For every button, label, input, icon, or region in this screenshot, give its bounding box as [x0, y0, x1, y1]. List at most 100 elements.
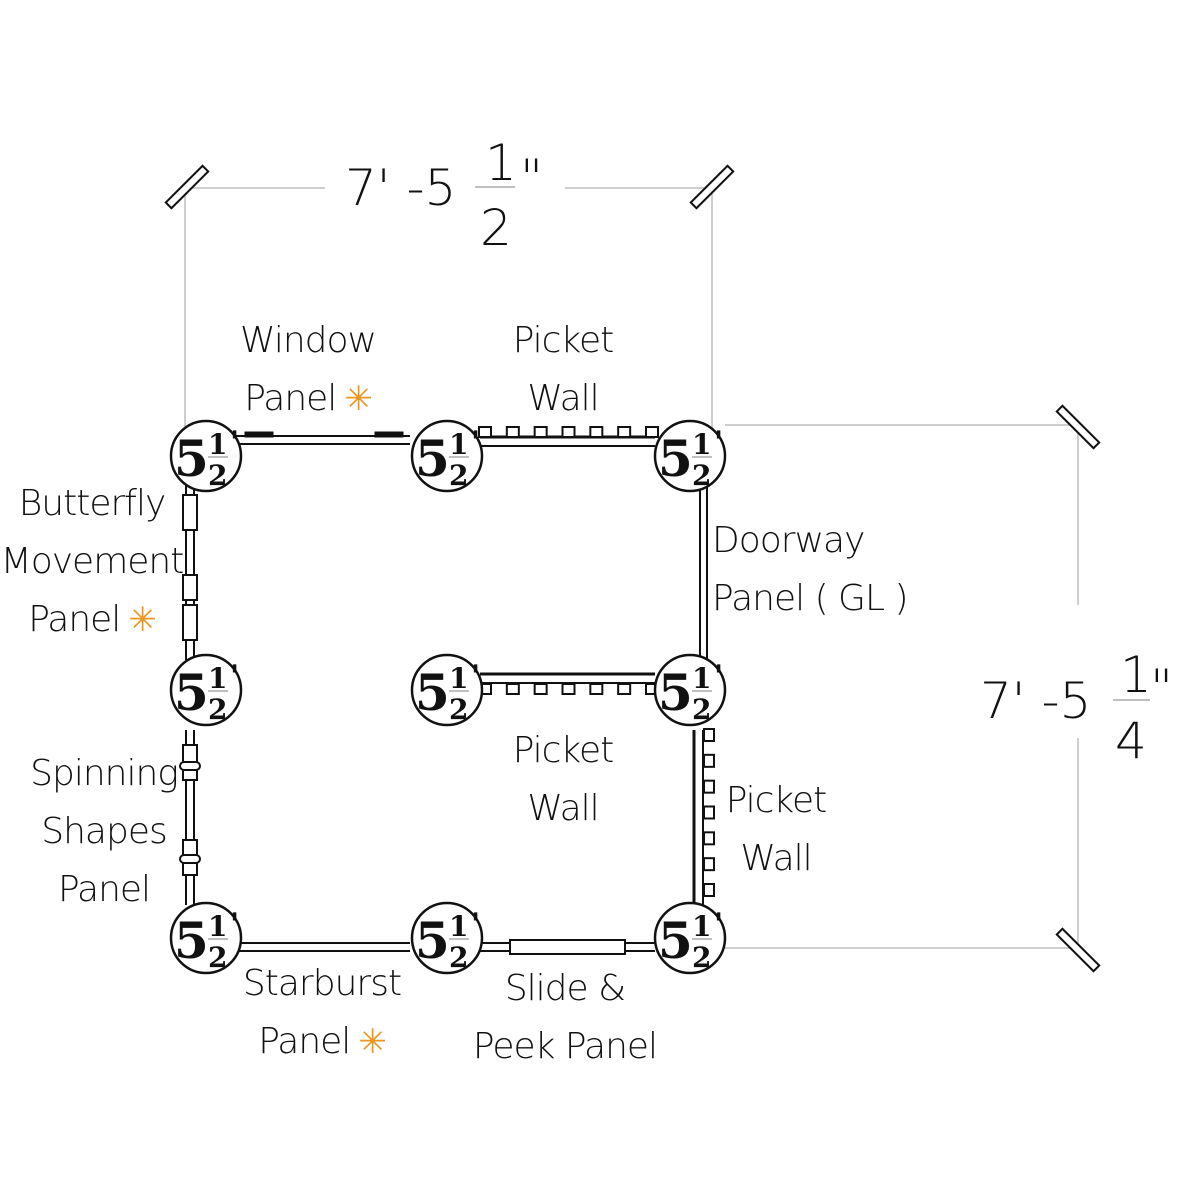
- picket: [703, 779, 715, 794]
- post-label-unit: ': [230, 425, 239, 460]
- dimension-lines: [184, 187, 1080, 949]
- post-label-unit: ': [471, 659, 480, 694]
- width-dim-num: 1: [485, 134, 517, 192]
- label-line: Peek Panel: [473, 1026, 657, 1067]
- picket: [703, 728, 715, 742]
- post-label-unit: ': [471, 907, 480, 942]
- label-line: Movement: [1, 541, 184, 582]
- picket: [478, 426, 492, 438]
- height-dim-unit: ": [1150, 659, 1173, 717]
- post-label-whole: 5: [415, 663, 450, 722]
- wall-slide-peek-panel: [480, 939, 655, 955]
- label-line: Shapes: [41, 811, 166, 852]
- label-line: Panel✳: [258, 1021, 386, 1062]
- wall-picket-top: [480, 435, 655, 447]
- post-label-whole: 5: [658, 429, 693, 488]
- width-dimension: 7' -5 1 2 ": [345, 134, 543, 257]
- post-label-num: 1: [692, 662, 711, 695]
- label-line: Window: [240, 320, 376, 361]
- post-label-den: 2: [208, 941, 227, 974]
- post-label-den: 2: [692, 941, 711, 974]
- post-label-whole: 5: [415, 911, 450, 970]
- picket: [589, 683, 604, 695]
- picket: [703, 883, 715, 897]
- post-label-den: 2: [449, 693, 468, 726]
- picket: [617, 683, 632, 695]
- wall-picket-mid: [480, 672, 655, 684]
- post-label-whole: 5: [415, 429, 450, 488]
- picket: [505, 426, 520, 438]
- post-label-num: 1: [449, 428, 468, 461]
- asterisk-icon: ✳: [128, 600, 156, 640]
- picket: [561, 426, 576, 438]
- label-line: Wall: [527, 378, 598, 419]
- picket: [703, 753, 715, 768]
- label-line: Picket: [513, 320, 614, 361]
- post-label-whole: 5: [658, 911, 693, 970]
- wall-butterfly-panel: [182, 485, 198, 660]
- post-label-unit: ': [714, 425, 723, 460]
- post-label-whole: 5: [658, 663, 693, 722]
- wall-starburst-panel: [235, 942, 410, 952]
- panel-labels: WindowPanel✳PicketWallButterflyMovementP…: [1, 320, 909, 1067]
- wall-doorway-panel: [699, 482, 708, 660]
- asterisk-icon: ✳: [358, 1022, 386, 1062]
- picket: [645, 426, 659, 438]
- label-line: Picket: [726, 780, 827, 821]
- width-dim-whole: 7' -5: [345, 159, 456, 217]
- picket: [533, 683, 548, 695]
- post-label-num: 1: [208, 910, 227, 943]
- post-label-num: 1: [692, 428, 711, 461]
- label-line: Panel✳: [28, 599, 156, 640]
- label-line: Starburst: [243, 963, 401, 1004]
- picket: [533, 426, 548, 438]
- post-label-den: 2: [449, 941, 468, 974]
- post-label-unit: ': [230, 907, 239, 942]
- width-dim-unit: ": [520, 149, 543, 207]
- post-label-unit: ': [714, 907, 723, 942]
- picket: [617, 426, 632, 438]
- height-dimension: 7' -5 1 4 ": [980, 646, 1173, 770]
- post-label-whole: 5: [174, 429, 209, 488]
- dimension-ticks: [164, 164, 1101, 973]
- post-label-whole: 5: [174, 911, 209, 970]
- height-dim-whole: 7' -5: [980, 672, 1091, 730]
- post-label-num: 1: [692, 910, 711, 943]
- picket: [703, 857, 715, 872]
- post-label-unit: ': [230, 659, 239, 694]
- post-label-whole: 5: [174, 663, 209, 722]
- post-label-unit: ': [714, 659, 723, 694]
- post-label-den: 2: [692, 459, 711, 492]
- height-dim-den: 4: [1115, 712, 1147, 770]
- label-line: Picket: [513, 730, 614, 771]
- picket: [561, 683, 576, 695]
- label-line: Butterfly: [19, 483, 166, 524]
- wall-spinning-shapes-panel: [179, 730, 201, 905]
- picket: [703, 805, 715, 820]
- width-dim-den: 2: [480, 199, 512, 257]
- wall-window-panel: [235, 431, 410, 445]
- post-label-den: 2: [208, 693, 227, 726]
- label-line: Wall: [740, 838, 811, 879]
- label-line: Doorway: [712, 520, 864, 561]
- post-label-num: 1: [449, 910, 468, 943]
- post-label-num: 1: [208, 662, 227, 695]
- label-line: Panel ( GL ): [712, 578, 908, 619]
- label-line: Slide &: [505, 968, 625, 1009]
